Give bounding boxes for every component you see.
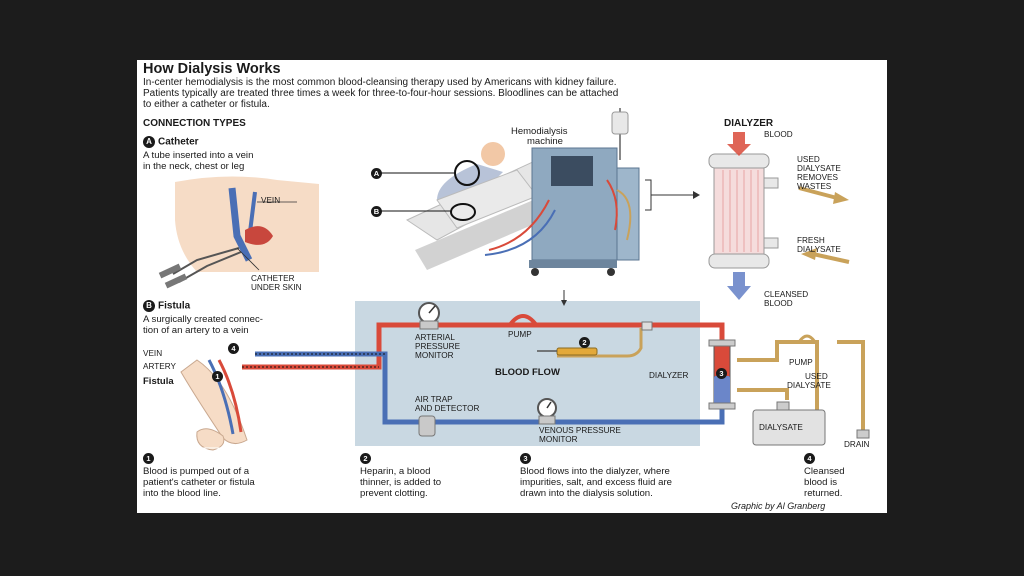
graphic-credit: Graphic by Al Granberg [731, 501, 826, 511]
hemodialysis-machine [484, 108, 700, 306]
air-trap-label-2: AND DETECTOR [415, 404, 480, 413]
intro-line-2: Patients typically are treated three tim… [143, 88, 619, 99]
dialyzer-illustration [708, 132, 850, 300]
blood-flow-circuit [242, 322, 865, 432]
drain-label: DRAIN [844, 440, 870, 449]
dialyzer-fresh-label-2: DIALYSATE [797, 245, 841, 254]
infographic-slide: How Dialysis Works In-center hemodialysi… [137, 60, 887, 513]
fistula-step-4-marker: 4 [228, 343, 239, 354]
catheter-under-skin-label-1: CATHETER [251, 274, 295, 283]
step-3-badge: 3 [520, 453, 531, 464]
dialyzer-used-label-3: REMOVES [797, 173, 838, 182]
connection-types-heading: CONNECTION TYPES [143, 118, 246, 129]
machine-label-1: Hemodialysis [511, 126, 568, 137]
step-1-text-3: into the blood line. [143, 488, 221, 499]
catheter-desc-1: A tube inserted into a vein [143, 150, 254, 161]
dialyzer-heading: DIALYZER [724, 118, 774, 129]
catheter-vein-label: VEIN [261, 196, 281, 205]
used-dialysate-label-2: DIALYSATE [787, 381, 831, 390]
machine-label-2: machine [527, 136, 563, 147]
patient-illustration [405, 142, 569, 270]
dialyzer-fresh-label-1: FRESH [797, 236, 825, 245]
page-title: How Dialysis Works [143, 61, 281, 77]
intro-line-3: to either a catheter or fistula. [143, 99, 270, 110]
fistula-desc-1: A surgically created connec- [143, 314, 263, 325]
pump-label: PUMP [508, 330, 532, 339]
catheter-desc-2: in the neck, chest or leg [143, 161, 245, 172]
step-2-text-3: prevent clotting. [360, 488, 428, 499]
blood-flow-title: BLOOD FLOW [495, 367, 560, 378]
fistula-artery-label: ARTERY [143, 362, 176, 371]
dialyzer-used-label-4: WASTES [797, 182, 832, 191]
fistula-arm-illustration [180, 359, 248, 451]
dialyzer-circuit-label: DIALYZER [649, 371, 689, 380]
arterial-monitor-label-3: MONITOR [415, 351, 454, 360]
step-1-badge: 1 [143, 453, 154, 464]
fistula-badge: B [143, 300, 155, 312]
step-4-text-1: Cleansed [804, 466, 845, 477]
fistula-step-1-marker: 1 [212, 371, 223, 382]
venous-monitor-label-1: VENOUS PRESSURE [539, 426, 621, 435]
marker-a: A [371, 168, 382, 179]
step-1-text-2: patient's catheter or fistula [143, 477, 255, 488]
step-1-text-1: Blood is pumped out of a [143, 466, 250, 477]
fistula-vein-label: VEIN [143, 349, 163, 358]
step-3-text-2: impurities, salt, and excess fluid are [520, 477, 672, 488]
used-dialysate-label-1: USED [805, 372, 828, 381]
dialyzer-used-label-2: DIALYSATE [797, 164, 841, 173]
air-trap-label-1: AIR TRAP [415, 395, 453, 404]
step-2-badge: 2 [360, 453, 371, 464]
step-2-text-1: Heparin, a blood [360, 466, 431, 477]
fistula-desc-2: tion of an artery to a vein [143, 325, 249, 336]
catheter-title-text: Catheter [158, 136, 199, 148]
dialyzer-cleansed-label-2: BLOOD [764, 299, 793, 308]
marker-rings [381, 160, 480, 221]
heparin-step-2-marker: 2 [579, 337, 590, 348]
venous-monitor-label-2: MONITOR [539, 435, 578, 444]
step-3-text-3: drawn into the dialysis solution. [520, 488, 653, 499]
dialyzer-step-3-marker: 3 [716, 368, 727, 379]
marker-b: B [371, 206, 382, 217]
step-4-badge: 4 [804, 453, 815, 464]
fistula-label: Fistula [143, 376, 174, 387]
step-4-text-3: returned. [804, 488, 843, 499]
step-3-text-1: Blood flows into the dialyzer, where [520, 466, 670, 477]
dialysate-container-label: DIALYSATE [759, 423, 803, 432]
catheter-under-skin-label-2: UNDER SKIN [251, 283, 302, 292]
dialyzer-cleansed-label-1: CLEANSED [764, 290, 809, 299]
fistula-title-text: Fistula [158, 300, 191, 312]
arterial-monitor-label-2: PRESSURE [415, 342, 461, 351]
diagram-graphics [137, 108, 887, 451]
catheter-badge: A [143, 136, 155, 148]
step-2-text-2: thinner, is added to [360, 477, 442, 488]
dialysate-pump-label: PUMP [789, 358, 813, 367]
catheter-illustration [158, 176, 319, 289]
dialyzer-blood-label: BLOOD [764, 130, 793, 139]
step-4-text-2: blood is [804, 477, 838, 488]
dialyzer-used-label-1: USED [797, 155, 820, 164]
arterial-monitor-label-1: ARTERIAL [415, 333, 455, 342]
intro-line-1: In-center hemodialysis is the most commo… [143, 77, 617, 88]
